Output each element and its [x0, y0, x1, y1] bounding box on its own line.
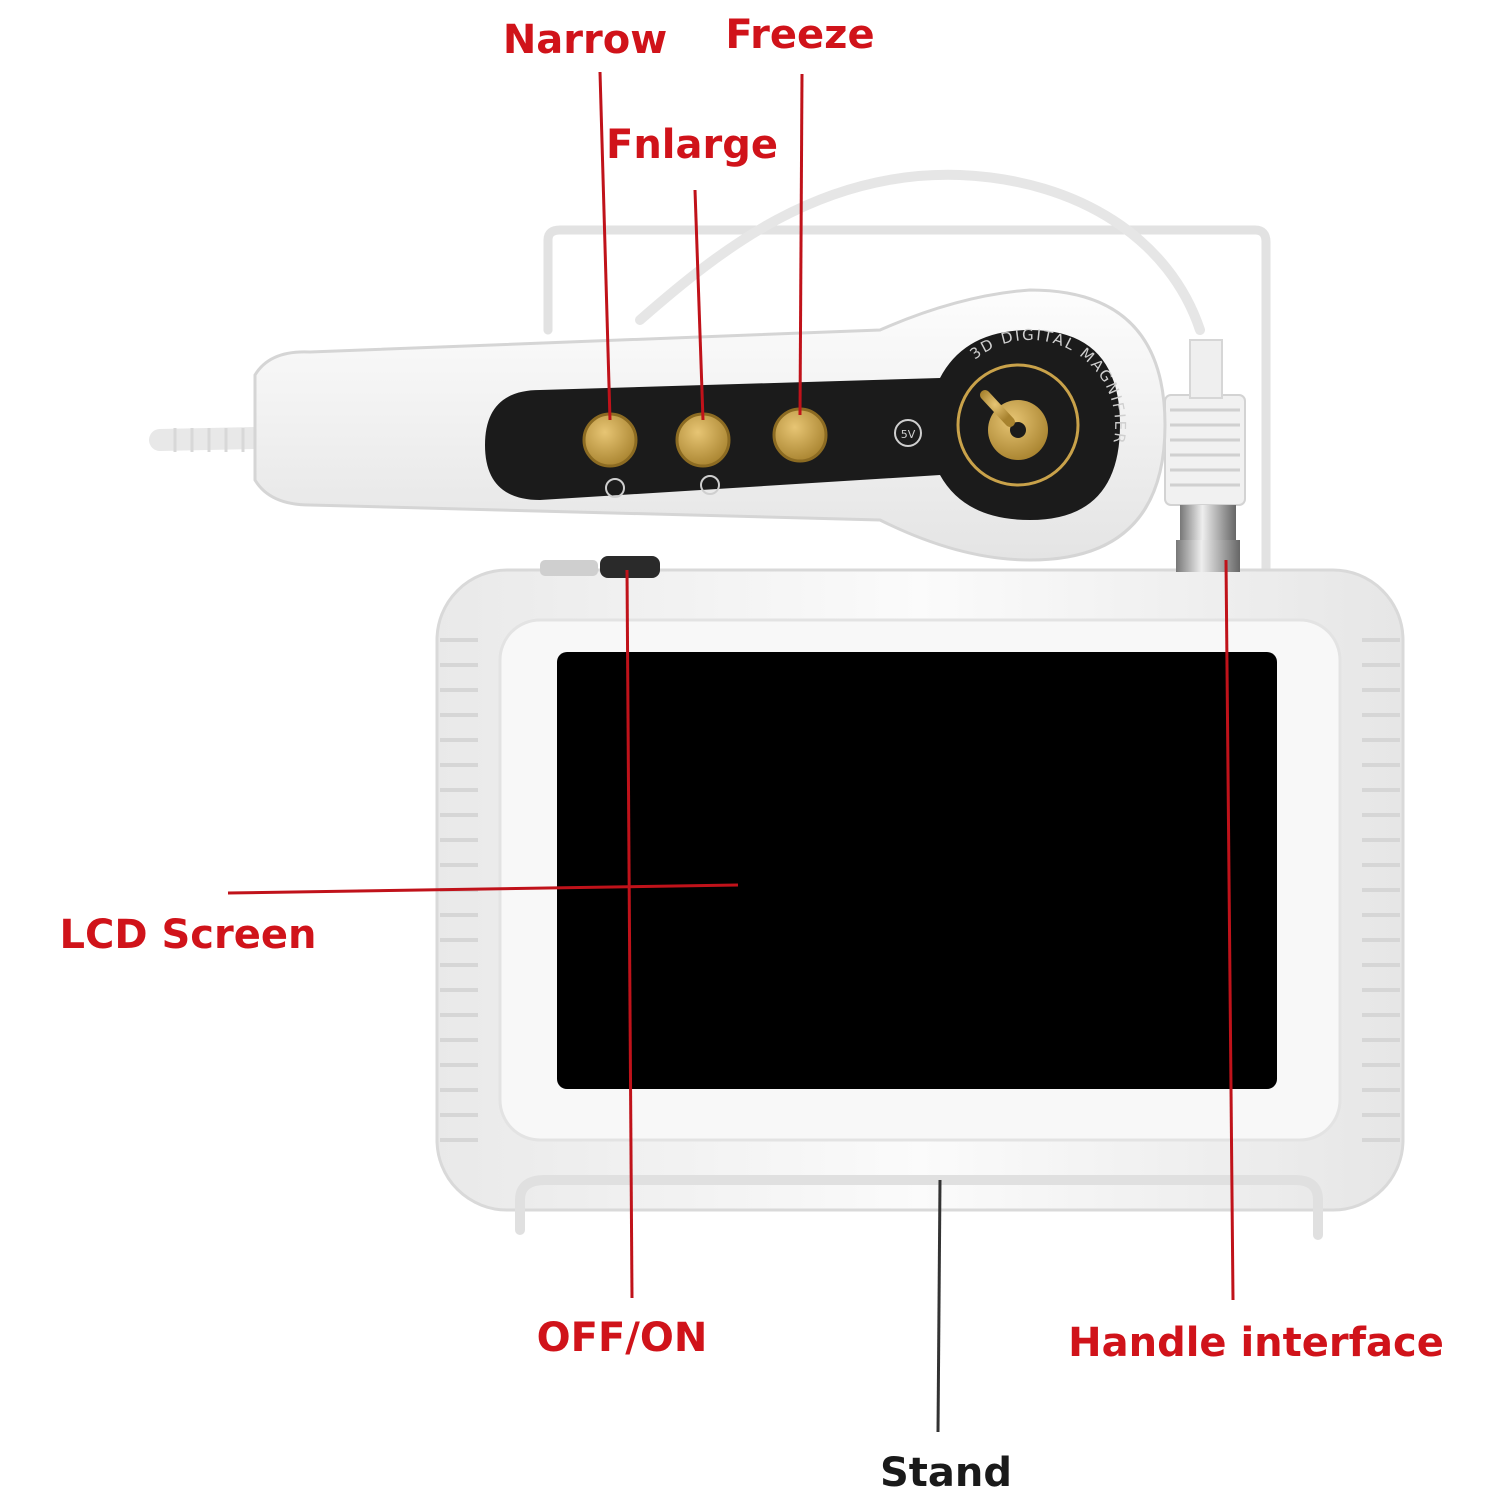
- leader-enlarge: [693, 189, 705, 421]
- label-handle-interface: Handle interface: [1068, 1320, 1444, 1366]
- lcd-screen: [557, 652, 1277, 1089]
- leader-lines: [227, 71, 1235, 1301]
- label-lcd-screen: LCD Screen: [59, 912, 317, 958]
- leader-stand: [936, 1179, 942, 1433]
- narrow-button[interactable]: [582, 412, 638, 468]
- label-freeze: Freeze: [725, 12, 875, 58]
- handle-interface-connector: [1164, 339, 1246, 572]
- leader-narrow: [598, 71, 612, 421]
- leader-handle-interface: [1224, 559, 1235, 1301]
- voltage-mark-ring: [894, 419, 922, 447]
- freeze-button[interactable]: [772, 407, 828, 463]
- power-switch: [540, 556, 660, 578]
- label-narrow: Narrow: [502, 17, 668, 63]
- bottom-stand-wire: [515, 1175, 1323, 1240]
- stand-frame: [543, 225, 1271, 575]
- voltage-mark: 5V: [901, 428, 916, 441]
- leader-off-on: [625, 569, 634, 1299]
- leader-lcd: [227, 883, 739, 895]
- plus-icon: [700, 475, 720, 495]
- connector-cable: [635, 169, 1205, 335]
- leader-freeze: [798, 73, 804, 416]
- enlarge-button[interactable]: [675, 412, 731, 468]
- left-grip-ribs: [440, 638, 478, 1142]
- label-off-on: OFF/ON: [536, 1315, 708, 1361]
- magnifier-handle: 5V 3D DIGITAL MAGNIFIER: [149, 288, 1167, 562]
- right-grip-ribs: [1362, 638, 1400, 1142]
- label-stand: Stand: [879, 1450, 1013, 1496]
- label-enlarge: Fnlarge: [606, 122, 778, 168]
- minus-icon: [605, 478, 625, 498]
- lens-dial: [956, 363, 1080, 487]
